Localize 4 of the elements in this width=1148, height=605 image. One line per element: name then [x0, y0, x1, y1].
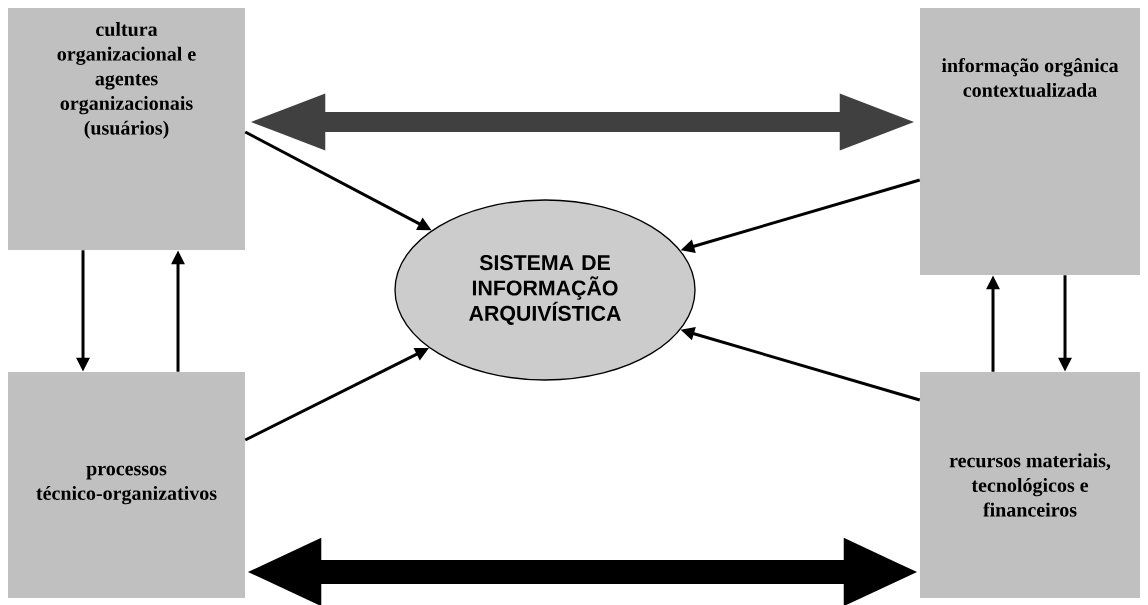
box: processos técnico-organizativos — [8, 372, 245, 598]
box: cultura organizacional e agentes organizacionais (usuários) — [8, 8, 245, 250]
box: informação orgânica contextualizada — [920, 8, 1140, 275]
box: recursos materiais, tecnológicos e financeiros — [920, 372, 1140, 598]
